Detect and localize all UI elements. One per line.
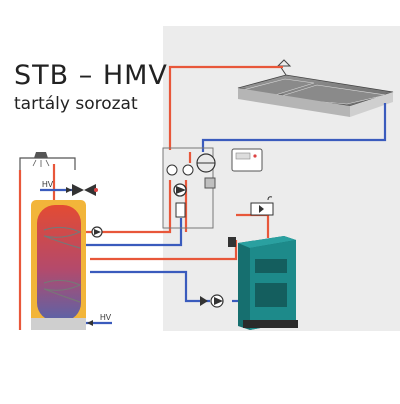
solar-to-tank-line — [82, 180, 172, 234]
storage-tank-icon — [31, 200, 86, 330]
solar-return-tank-line — [82, 218, 183, 247]
hot-lines — [18, 65, 283, 330]
solar-return-line — [201, 103, 387, 152]
hv-label-bottom: HV — [100, 313, 112, 322]
mixing-valve-icon — [72, 184, 98, 196]
boiler-icon — [228, 236, 298, 330]
diagram-title: STB – HMV — [14, 60, 168, 91]
solar-supply-line — [168, 65, 283, 150]
controller-icon — [231, 148, 263, 172]
tank-to-boiler-return — [90, 270, 210, 303]
pump-icon — [91, 226, 103, 238]
cold-lines — [40, 103, 387, 325]
solar-collector-icon — [237, 59, 394, 117]
diagram-subtitle: tartály sorozat — [14, 94, 138, 114]
expansion-vessel-icon — [196, 153, 216, 189]
safety-valve-icon — [250, 196, 274, 216]
hv-label-top: HV — [42, 180, 54, 189]
boiler-pump-icon — [200, 294, 224, 308]
shower-icon — [19, 152, 76, 170]
solar-station-icon — [162, 147, 214, 229]
